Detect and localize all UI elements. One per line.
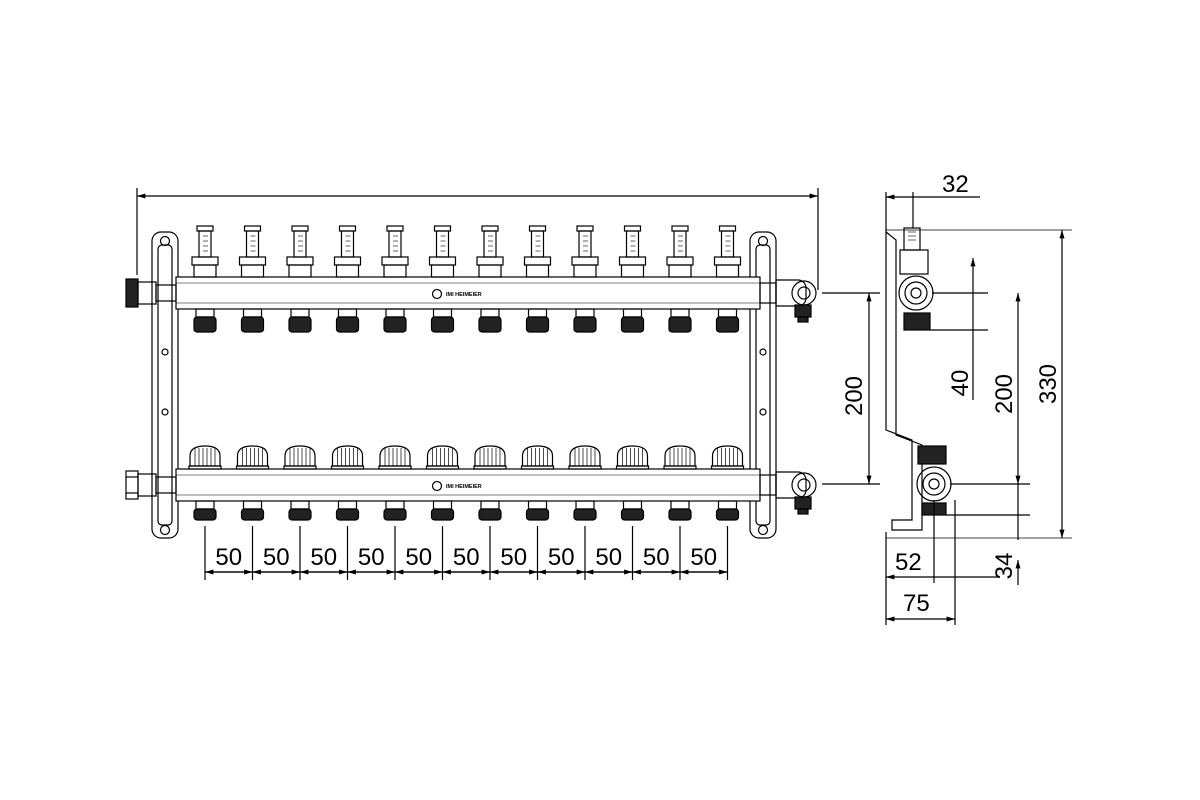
outlet-spacing-label: 50 xyxy=(453,544,480,571)
side-bar-spacing-label: 200 xyxy=(991,374,1018,414)
top-inlet-connector xyxy=(125,278,177,308)
brand-logo-icon xyxy=(431,288,443,300)
outlet-spacing-label: 50 xyxy=(358,544,385,571)
left-mounting-bracket xyxy=(151,231,179,539)
side-top-manifold xyxy=(898,227,934,331)
supply-bar: IMI HEIMEIER xyxy=(175,276,761,310)
outlet-spacing-label: 50 xyxy=(643,544,670,571)
flow-meter-6 xyxy=(428,225,457,333)
brand-label-bottom: IMI HEIMEIER xyxy=(446,484,482,490)
return-bar: IMI HEIMEIER xyxy=(175,468,761,502)
offset-dimension: 40 xyxy=(930,258,988,400)
flow-meter-10 xyxy=(618,225,647,333)
depth-dimension: 32 xyxy=(885,171,980,232)
overall-width-dimension xyxy=(136,188,819,290)
valve-cap-5 xyxy=(378,445,412,521)
flow-meters xyxy=(191,225,742,333)
total-depth-label: 75 xyxy=(903,590,930,617)
valve-cap-11 xyxy=(663,445,697,521)
valve-cap-3 xyxy=(283,445,317,521)
outlet-spacing-label: 50 xyxy=(405,544,432,571)
front-bar-spacing-dimension: 200 xyxy=(822,292,880,485)
wall-offset-label: 52 xyxy=(895,549,922,576)
valve-cap-12 xyxy=(710,445,745,521)
outlet-spacing-label: 50 xyxy=(215,544,242,571)
flow-meter-2 xyxy=(238,225,267,333)
bottom-end-valve xyxy=(759,471,817,515)
total-depth-dimension: 75 xyxy=(886,500,956,625)
outlet-spacing-label: 50 xyxy=(690,544,717,571)
valve-cap-9 xyxy=(568,445,602,521)
flow-meter-4 xyxy=(333,225,362,333)
wall-offset-dimension: 52 xyxy=(885,500,1000,625)
offset-label: 40 xyxy=(947,370,974,397)
front-bar-spacing-label: 200 xyxy=(841,376,868,416)
flow-meter-3 xyxy=(286,225,314,333)
side-view: 32 40 200 330 34 xyxy=(885,171,1072,625)
valve-cap-8 xyxy=(520,445,555,521)
bottom-inlet-connector xyxy=(125,470,177,500)
valve-cap-4 xyxy=(330,445,365,521)
depth-label: 32 xyxy=(942,171,969,198)
outlet-spacing-label: 50 xyxy=(263,544,290,571)
bottom-offset-label: 34 xyxy=(991,553,1018,580)
flow-meter-7 xyxy=(476,225,504,333)
outlet-spacing-label: 50 xyxy=(548,544,575,571)
valve-cap-7 xyxy=(473,445,507,521)
side-bottom-manifold xyxy=(916,445,952,516)
flow-meter-8 xyxy=(523,225,552,333)
valve-cap-1 xyxy=(188,445,222,521)
top-end-valve xyxy=(759,279,817,323)
brand-logo-icon xyxy=(431,480,443,492)
bottom-offset-dimension: 34 xyxy=(946,484,1030,585)
brand-label-top: IMI HEIMEIER xyxy=(446,292,482,298)
flow-meter-9 xyxy=(571,225,599,333)
outlet-spacing-label: 50 xyxy=(595,544,622,571)
height-label: 330 xyxy=(1035,364,1062,404)
front-view: IMI HEIMEIER IMI HEIMEIER xyxy=(125,188,880,580)
height-dimension: 330 xyxy=(1035,230,1065,538)
return-valve-caps xyxy=(188,445,745,521)
flow-meter-5 xyxy=(381,225,409,333)
outlet-spacing-label: 50 xyxy=(310,544,337,571)
bracket-side-profile xyxy=(885,230,923,531)
right-mounting-bracket xyxy=(749,231,777,539)
valve-cap-6 xyxy=(425,445,460,521)
outlet-spacing-dimensions: 50 50 50 50 50 50 50 50 50 50 50 xyxy=(204,526,729,580)
flow-meter-12 xyxy=(713,225,742,333)
flow-meter-1 xyxy=(191,225,219,333)
valve-cap-10 xyxy=(615,445,650,521)
valve-cap-2 xyxy=(235,445,270,521)
flow-meter-11 xyxy=(666,225,694,333)
outlet-spacing-label: 50 xyxy=(500,544,527,571)
side-bar-spacing-dimension: 200 xyxy=(950,293,1030,485)
